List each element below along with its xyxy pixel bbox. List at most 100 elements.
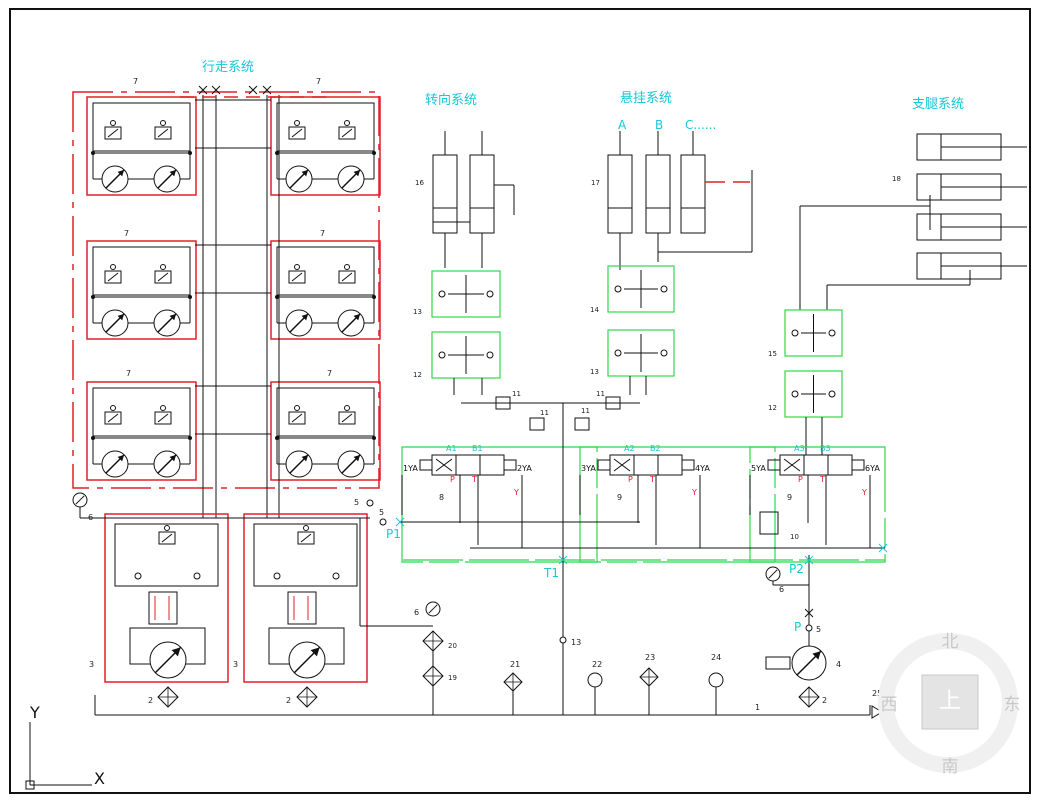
port-y-label: Y (861, 488, 867, 497)
relief-subframe (114, 523, 219, 587)
check-valve-icon (559, 636, 567, 644)
compass-west[interactable]: 西 (881, 695, 898, 715)
pipe-line (262, 85, 272, 95)
valve-spring-icon (160, 120, 166, 126)
check-valve-icon (134, 572, 142, 580)
motor-module-box (86, 96, 197, 196)
motor-shaft-icon (765, 656, 791, 670)
label-11d: 11 (596, 390, 605, 398)
motor-module-box (86, 240, 197, 340)
port-y-label: Y (513, 488, 519, 497)
solenoid-icon (503, 459, 517, 471)
hydraulic-cylinder-icon (645, 154, 671, 234)
pipe-line (878, 543, 888, 553)
junction-dot (188, 295, 192, 299)
pump-module-box (243, 513, 368, 683)
valve-spring-icon (110, 120, 116, 126)
shuttle-valve-icon (148, 591, 178, 625)
label-6a: 6 (88, 513, 93, 522)
relief-valve-icon (605, 396, 621, 410)
valve-subframe (276, 387, 375, 437)
port-p-label: P (798, 475, 803, 484)
label-5c: 5 (816, 625, 821, 634)
motor-number-label: 7 (327, 369, 332, 378)
hydraulic-cylinder-icon (680, 154, 706, 234)
pipe-line (107, 413, 119, 423)
valve-block-icon (158, 531, 176, 545)
port-t-label: T (819, 475, 825, 484)
green-valve-frame (607, 265, 675, 313)
arrow-head (353, 313, 361, 321)
pipe-line (107, 272, 119, 282)
port-p1: P1 (386, 527, 401, 541)
green-valve-frame (784, 309, 843, 357)
spool-valve-icon (431, 454, 505, 476)
compass-east[interactable]: 东 (1004, 695, 1021, 715)
level-gauge-icon (587, 672, 603, 688)
check-valve-icon (366, 499, 374, 507)
junction-dot (188, 151, 192, 155)
solenoid-icon (767, 459, 781, 471)
check-valve-icon (805, 624, 813, 632)
label-16: 16 (415, 179, 424, 187)
label-13c: 13 (571, 638, 581, 647)
pipe-line (768, 569, 778, 579)
compass-ring (878, 633, 1018, 773)
pipe-line (395, 517, 405, 527)
pipe-line (198, 85, 208, 95)
label-22: 22 (592, 660, 602, 669)
relief-subframe (253, 523, 358, 587)
port-p-label: P (628, 475, 633, 484)
motor-number-label: 7 (133, 77, 138, 86)
valve-subframe (276, 246, 375, 296)
valve-block-icon (297, 531, 315, 545)
valve-block-icon (104, 411, 122, 425)
valve-block-icon (288, 411, 306, 425)
valve-subframe (92, 387, 191, 437)
arrow-head (353, 169, 361, 177)
ucs-y-label: Y (29, 703, 40, 722)
solenoid-icon (419, 459, 433, 471)
label-2a: 2 (148, 696, 153, 705)
solenoid-label-left: 1YA (403, 464, 418, 473)
view-cube-face[interactable] (921, 674, 979, 730)
valve-block-icon (288, 126, 306, 140)
compass-south[interactable]: 南 (942, 757, 959, 777)
hydraulic-cylinder-icon (469, 154, 495, 234)
valve-station-frame (401, 446, 598, 563)
valve-subframe (276, 102, 375, 152)
port-a-label: A3 (794, 444, 805, 453)
valve-spring-icon (344, 120, 350, 126)
pipe-line (161, 533, 173, 543)
label-11b: 11 (540, 409, 549, 417)
check-valve-icon (438, 290, 446, 298)
travel-dashed-frame (72, 91, 380, 489)
check-valve-icon (486, 351, 494, 359)
check-valve-icon (791, 329, 799, 337)
pump-relief-module (243, 513, 368, 708)
pipe-line (248, 85, 258, 95)
motor-number-label: 7 (316, 77, 321, 86)
valve-block (607, 265, 675, 313)
arrow-head (117, 169, 125, 177)
shuttle-valve-icon (287, 591, 317, 625)
hydraulic-cylinder-icon (432, 154, 458, 234)
pipe-line (291, 272, 303, 282)
compass-north[interactable]: 北 (942, 632, 959, 652)
solenoid-label-right: 6YA (865, 464, 880, 473)
label-15: 15 (768, 350, 777, 358)
hydraulic-cylinder-icon (607, 154, 633, 234)
check-valve-icon (791, 390, 799, 398)
valve-spring-icon (294, 405, 300, 411)
drain-valve-icon (871, 705, 883, 719)
relief-valve-icon (759, 511, 779, 535)
relief-valve-icon (495, 396, 511, 410)
valve-block-icon (338, 270, 356, 284)
valve-block-icon (338, 126, 356, 140)
valve-spring-icon (303, 525, 309, 531)
pump-module-box (104, 513, 229, 683)
label-10: 10 (790, 533, 799, 541)
valve-number-label: 9 (787, 493, 792, 502)
junction-dot (91, 151, 95, 155)
